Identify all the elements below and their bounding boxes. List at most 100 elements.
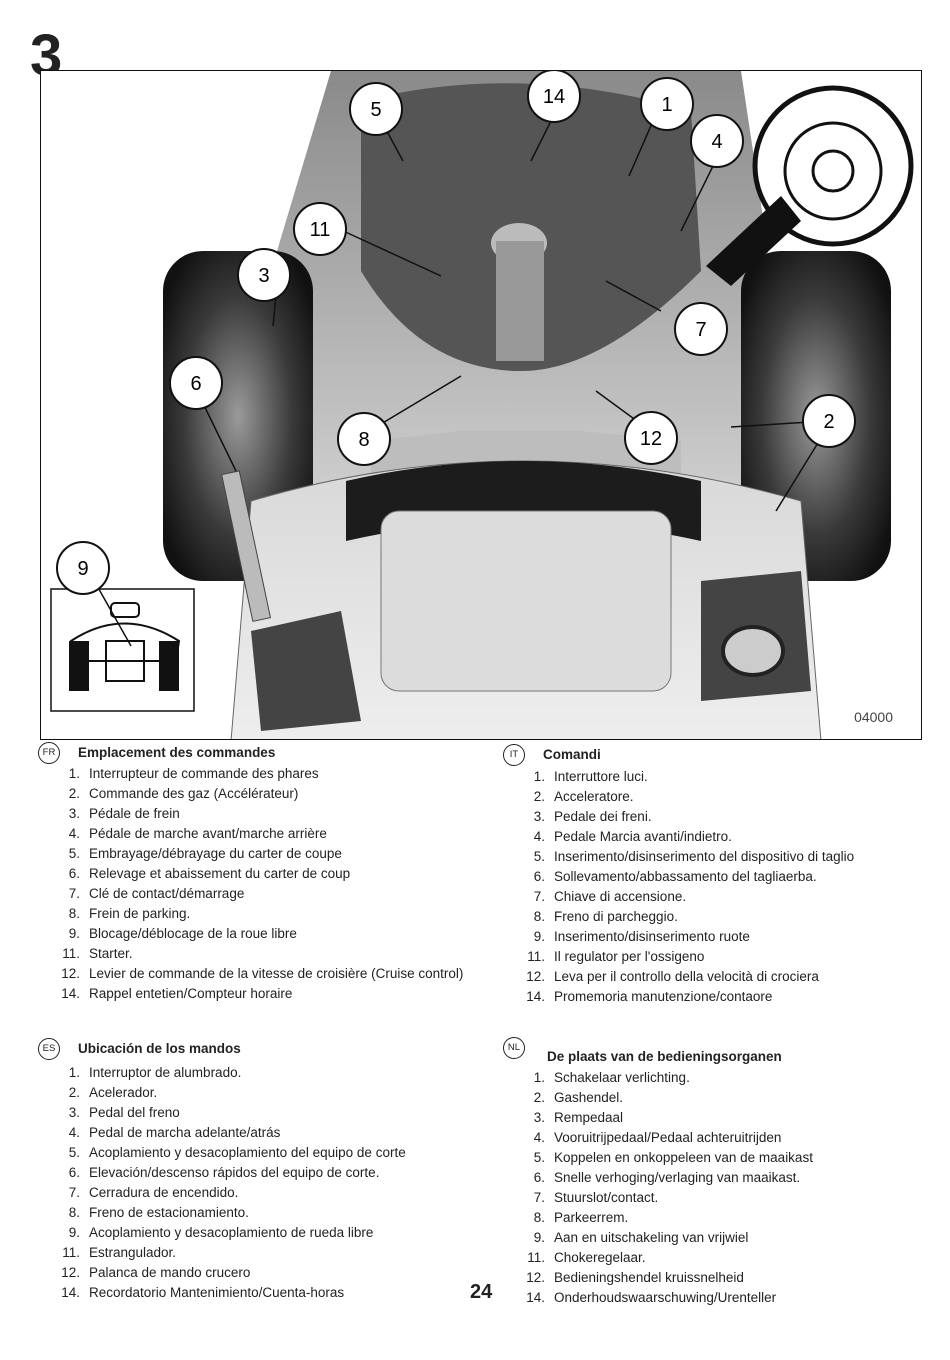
- item-text: Cerradura de encendido.: [89, 1185, 239, 1200]
- list-item: 5.Embrayage/débrayage du carter de coupe: [38, 844, 468, 864]
- item-number: 6.: [533, 869, 545, 884]
- list-item: 12. Bedieningshendel kruissnelheid: [503, 1268, 923, 1288]
- item-number: 2.: [533, 789, 545, 804]
- item-number: 12.: [61, 966, 80, 981]
- lang-badge-es: ES: [38, 1038, 60, 1060]
- item-text: Blocage/déblocage de la roue libre: [89, 926, 297, 941]
- list-item: 8.Frein de parking.: [38, 904, 468, 924]
- list-item: 9.Acoplamiento y desacoplamiento de rued…: [38, 1223, 468, 1243]
- callout-9: 9: [56, 541, 110, 595]
- list-item: 3.Pedale dei freni.: [503, 807, 923, 827]
- item-number: 7.: [533, 1190, 545, 1205]
- list-item: 14. Onderhoudswaarschuwing/Urenteller: [503, 1288, 923, 1308]
- item-number: 8.: [68, 1205, 80, 1220]
- list-item: 2. Acceleratore.: [503, 787, 923, 807]
- list-item: 2.Acelerador.: [38, 1083, 468, 1103]
- item-number: 1.: [68, 766, 80, 781]
- item-text: Pedal de marcha adelante/atrás: [89, 1125, 281, 1140]
- item-number: 14.: [61, 1285, 80, 1300]
- list-item: 11.Estrangulador.: [38, 1243, 468, 1263]
- tractor-drawing: 5 14 1 4 11 3 7 6 8 12 2 9: [50, 71, 914, 739]
- list-item: 7. Cerradura de encendido.: [38, 1183, 468, 1203]
- item-number: 6.: [68, 866, 80, 881]
- item-number: 1.: [68, 1065, 80, 1080]
- item-number: 3.: [68, 1105, 80, 1120]
- list-item: 7.Stuurslot/contact.: [503, 1188, 923, 1208]
- lang-badge-nl: NL: [503, 1037, 525, 1059]
- item-text: Acceleratore.: [554, 789, 634, 804]
- item-text: Sollevamento/abbassamento del tagliaerba…: [554, 869, 817, 884]
- list-item: 3.Pedal del freno: [38, 1103, 468, 1123]
- item-text: Recordatorio Mantenimiento/Cuenta-horas: [89, 1285, 345, 1300]
- list-item: 8.Parkeerrem.: [503, 1208, 923, 1228]
- item-text: Koppelen en onkoppeleen van de maaikast: [554, 1150, 813, 1165]
- list-item: 7.Clé de contact/démarrage: [38, 884, 468, 904]
- item-text: Frein de parking.: [89, 906, 191, 921]
- item-text: Pédale de marche avant/marche arrière: [89, 826, 327, 841]
- section-title-fr: Emplacement des commandes: [78, 745, 276, 760]
- list-item: 5.Inserimento/disinserimento del disposi…: [503, 847, 923, 867]
- list-item: 5. Acoplamiento y desacoplamiento del equ…: [38, 1143, 468, 1163]
- item-text: Interrupteur de commande des phares: [89, 766, 319, 781]
- item-text: Onderhoudswaarschuwing/Urenteller: [554, 1290, 777, 1305]
- item-text: Gashendel.: [554, 1090, 624, 1105]
- item-text: Levier de commande de la vitesse de croi…: [89, 966, 464, 981]
- item-number: 2.: [533, 1090, 545, 1105]
- list-item: 12.Leva per il controllo della velocità …: [503, 967, 923, 987]
- item-number: 14.: [526, 1290, 545, 1305]
- callout-14: 14: [527, 71, 581, 123]
- item-number: 12.: [61, 1265, 80, 1280]
- item-text: Promemoria manutenzione/contaore: [554, 989, 773, 1004]
- item-text: Acelerador.: [89, 1085, 158, 1100]
- list-item: 3.Pédale de frein: [38, 804, 468, 824]
- item-number: 7.: [68, 1185, 80, 1200]
- item-text: Leva per il controllo della velocità di …: [554, 969, 819, 984]
- callout-4: 2: [802, 394, 856, 448]
- svg-text:4: 4: [711, 131, 722, 153]
- page-number: 24: [470, 1281, 493, 1303]
- item-number: 5.: [68, 1145, 80, 1160]
- item-text: Interruptor de alumbrado.: [89, 1065, 242, 1080]
- item-number: 11.: [62, 946, 80, 961]
- callout-1: 1: [640, 77, 694, 131]
- list-item: 9.Inserimento/disinserimento ruote: [503, 927, 923, 947]
- item-number: 8.: [533, 1210, 545, 1225]
- item-text: Elevación/descenso rápidos del equipo de…: [89, 1165, 380, 1180]
- item-number: 4.: [533, 829, 545, 844]
- svg-text:5: 5: [370, 99, 381, 121]
- item-text: Pedale dei freni.: [554, 809, 652, 824]
- item-number: 5.: [533, 849, 545, 864]
- item-text: Bedieningshendel kruissnelheid: [554, 1270, 744, 1285]
- item-number: 12.: [526, 1270, 545, 1285]
- list-item: 1. Interruptor de alumbrado.: [38, 1063, 468, 1083]
- item-number: 9.: [68, 926, 80, 941]
- callout-5: 4: [690, 114, 744, 168]
- svg-text:11: 11: [310, 219, 331, 241]
- item-text: Rempedaal: [554, 1110, 624, 1125]
- item-number: 4.: [533, 1130, 545, 1145]
- item-number: 9.: [533, 929, 545, 944]
- item-number: 3.: [533, 1110, 545, 1125]
- list-item: 6. Sollevamento/abbassamento del tagliaer…: [503, 867, 923, 887]
- item-text: Clé de contact/démarrage: [89, 886, 245, 901]
- item-text: Schakelaar verlichting.: [554, 1070, 690, 1085]
- item-text: Rappel entetien/Compteur horaire: [89, 986, 293, 1001]
- item-text: Acoplamiento y desacoplamiento del equip…: [89, 1145, 406, 1160]
- item-text: Interruttore luci.: [554, 769, 648, 784]
- lang-badge-fr: FR: [38, 742, 60, 764]
- item-text: Freno di parcheggio.: [554, 909, 678, 924]
- item-text: Embrayage/débrayage du carter de coupe: [89, 846, 342, 861]
- svg-text:1: 1: [661, 94, 672, 116]
- item-number: 9.: [533, 1230, 545, 1245]
- item-number: 1.: [533, 769, 545, 784]
- list-item: 2. Gashendel.: [503, 1088, 923, 1108]
- callout-11: 11: [293, 202, 347, 256]
- ignition-inset: [752, 85, 914, 247]
- item-number: 8.: [533, 909, 545, 924]
- list-item: 2.Commande des gaz (Accélérateur): [38, 784, 468, 804]
- item-text: Chokeregelaar.: [554, 1250, 646, 1265]
- item-number: 4.: [68, 1125, 80, 1140]
- callout-7: 7: [674, 302, 728, 356]
- list-it: 1. Interruttore luci. 2. Acceleratore. 3.P…: [503, 767, 923, 1007]
- item-number: 1.: [533, 1070, 545, 1085]
